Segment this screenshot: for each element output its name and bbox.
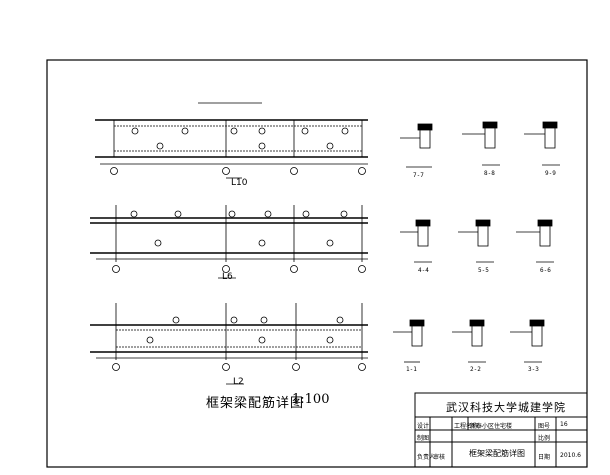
tb-project-label: 工程名称 [454,423,479,430]
section-label: 7-7 [413,172,424,179]
tb-date-value: 2010.6 [560,452,581,459]
title-block-school: 武汉科技大学城建学院 [446,401,566,414]
section-label: 5-5 [478,267,489,274]
sheet-title: 框架梁配筋详图 [206,396,305,411]
sheet-border [46,59,588,468]
tb-scale-label: 比例 [538,435,551,442]
section-label: 1-1 [406,366,417,373]
tb-review-label: 审核 [433,454,446,461]
beam-l6-elevation [90,205,368,279]
beam-label-l2: L2 [233,377,244,387]
sections-row2 [400,219,554,263]
sections-row1 [400,121,560,168]
sheet-scale: 1:100 [292,392,330,407]
beam-l10-elevation [95,102,368,179]
section-label: 9-9 [545,170,556,177]
tb-drawn-label: 制图 [417,435,430,442]
section-label: 3-3 [528,366,539,373]
tb-leader-label: 负责人 [417,454,436,461]
section-label: 4-4 [418,267,429,274]
title-block-grid [414,392,588,468]
tb-number-value: 16 [560,421,568,428]
tb-number-label: 图号 [538,423,551,430]
tb-project-value: 新泰小区住宅楼 [470,423,513,430]
beam-label-l6: L6 [222,272,233,282]
tb-drawing-name: 框架梁配筋详图 [469,449,525,458]
beam-label-l10: L10 [231,178,248,188]
tb-date-label: 日期 [538,454,551,461]
section-label: 6-6 [540,267,551,274]
section-label: 8-8 [484,170,495,177]
tb-design-label: 设计 [417,423,430,430]
sections-row3 [393,319,545,363]
beam-l2-elevation [90,303,368,385]
section-label: 2-2 [470,366,481,373]
